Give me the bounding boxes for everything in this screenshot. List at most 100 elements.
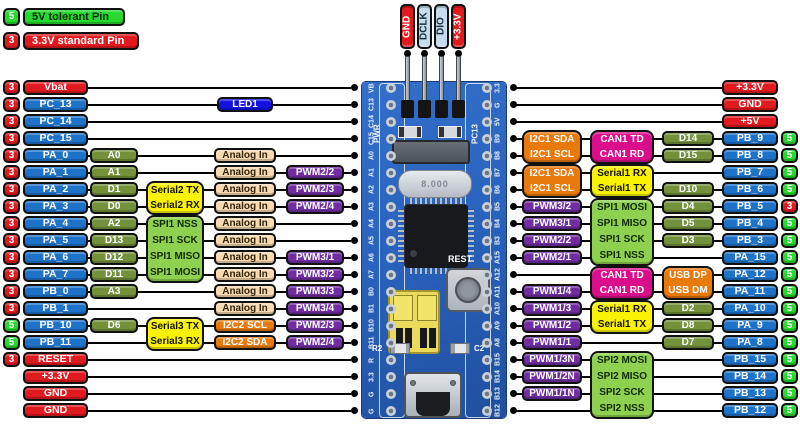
wire-left [88, 375, 351, 378]
wire-left [88, 392, 351, 395]
peripheral-function-line: SPI1 NSS [152, 219, 198, 230]
voltage-badge-right: 5 [781, 403, 798, 418]
node-dot-right [510, 373, 517, 380]
analog-function: Analog In [214, 284, 276, 299]
voltage-badge-left: 3 [3, 148, 20, 163]
debug-header-block [435, 100, 448, 118]
node-dot-left [351, 135, 358, 142]
pin-label-right: PB_9 [722, 131, 778, 146]
pin-label-right: PB_15 [722, 352, 778, 367]
bus-function-line: SPI1 MOSI [596, 202, 647, 213]
node-dot-left [351, 220, 358, 227]
voltage-badge-left: 3 [3, 199, 20, 214]
node-dot-right [510, 84, 517, 91]
through-hole-pad-right [482, 405, 492, 416]
through-hole-pad-right [482, 201, 492, 212]
jumper-slot [420, 328, 427, 348]
pin-label-left: PB_11 [23, 335, 88, 350]
jumper-slot [396, 328, 403, 348]
voltage-badge-left: 3 [3, 267, 20, 282]
node-dot-left [351, 288, 358, 295]
arduino-pin-label-line: USB DM [668, 284, 708, 296]
c2-component [450, 343, 470, 354]
pin-label-left: PB_0 [23, 284, 88, 299]
bus-function-line: SPI1 SCK [599, 234, 645, 245]
bus-function-line: SPI2 NSS [599, 403, 645, 414]
pin-label-left: PB_10 [23, 318, 88, 333]
node-dot-left [351, 152, 358, 159]
pin-label-right: PA_9 [722, 318, 778, 333]
pin-label-right: PB_3 [722, 233, 778, 248]
through-hole-pad-right [482, 99, 492, 110]
mcu-pins-bottom [410, 267, 462, 274]
through-hole-pad-left [386, 235, 396, 246]
voltage-badge-right: 5 [781, 148, 798, 163]
pin-label-left: PA_4 [23, 216, 88, 231]
c2-silkscreen: C2 [474, 344, 485, 353]
bus-function-line: CAN1 TD [600, 133, 644, 145]
through-hole-pad-left [386, 337, 396, 348]
voltage-badge-right: 5 [781, 386, 798, 401]
legend-label-5v-tolerant: 5V tolerant Pin [23, 8, 125, 26]
node-dot-right [510, 254, 517, 261]
reset-silkscreen: REST [448, 254, 473, 264]
bus-function-line: Serial1 RX [597, 167, 647, 179]
voltage-badge-right: 5 [781, 301, 798, 316]
pin-label-right: PA_10 [722, 301, 778, 316]
peripheral-function: PWM1/1 [522, 335, 582, 350]
through-hole-pad-left [386, 150, 396, 161]
bluepill-board: PWR PC13 8.000 REST R2 C2 [362, 82, 506, 418]
node-dot-left [351, 322, 358, 329]
pin-label-left: Vbat [23, 80, 88, 95]
arduino-pin-label: D0 [90, 199, 138, 214]
peripheral-function-line: I2C1 SCL [530, 148, 574, 160]
through-hole-pad-right [482, 286, 492, 297]
node-dot-left [351, 271, 358, 278]
pin-label-right: PB_4 [722, 216, 778, 231]
bus-function-line: SPI2 MISO [596, 371, 647, 382]
voltage-badge-right: 5 [781, 250, 798, 265]
node-dot-right [510, 186, 517, 193]
pin-label-right: PA_12 [722, 267, 778, 282]
bus-function-line: SPI2 SCK [599, 387, 645, 398]
node-dot-left [351, 254, 358, 261]
through-hole-pad-left [386, 354, 396, 365]
voltage-badge-left: 3 [3, 301, 20, 316]
voltage-badge-right: 5 [781, 233, 798, 248]
arduino-pin-label: D10 [662, 182, 714, 197]
arduino-pin-label: A1 [90, 165, 138, 180]
pin-label-left: PA_2 [23, 182, 88, 197]
analog-function: I2C2 SDA [214, 335, 276, 350]
wire-left [88, 86, 351, 89]
node-dot-left [351, 169, 358, 176]
voltage-badge-left: 3 [3, 97, 20, 112]
jumper-slot [405, 328, 412, 348]
pin-label-left: PA_3 [23, 199, 88, 214]
legend-badge-5v: 5 [3, 8, 20, 26]
power-led [398, 126, 422, 138]
pin-label-right: PA_15 [722, 250, 778, 265]
voltage-badge-left: 3 [3, 284, 20, 299]
legend-label-3v3-standard: 3.3V standard Pin [23, 32, 139, 50]
usb-port-opening [416, 392, 450, 416]
peripheral-function: PWM1/1N [522, 386, 582, 401]
node-dot-left [351, 407, 358, 414]
arduino-pin-label: D8 [662, 318, 714, 333]
voltage-badge-left: 3 [3, 250, 20, 265]
peripheral-function-line: Serial3 TX [150, 320, 200, 332]
pc13-silkscreen: PC13 [470, 124, 480, 145]
pwm-function: PWM2/3 [286, 318, 344, 333]
through-hole-pad-right [482, 184, 492, 195]
pin-label-left: +3.3V [23, 369, 88, 384]
mcu-pin1-dot [410, 250, 417, 257]
node-dot-right [510, 135, 517, 142]
peripheral-function-line: SPI1 SCK [152, 235, 198, 246]
pin-label-right: PB_6 [722, 182, 778, 197]
peripheral-function: PWM2/1 [522, 250, 582, 265]
node-dot-left [351, 118, 358, 125]
pin-label-right: PB_5 [722, 199, 778, 214]
